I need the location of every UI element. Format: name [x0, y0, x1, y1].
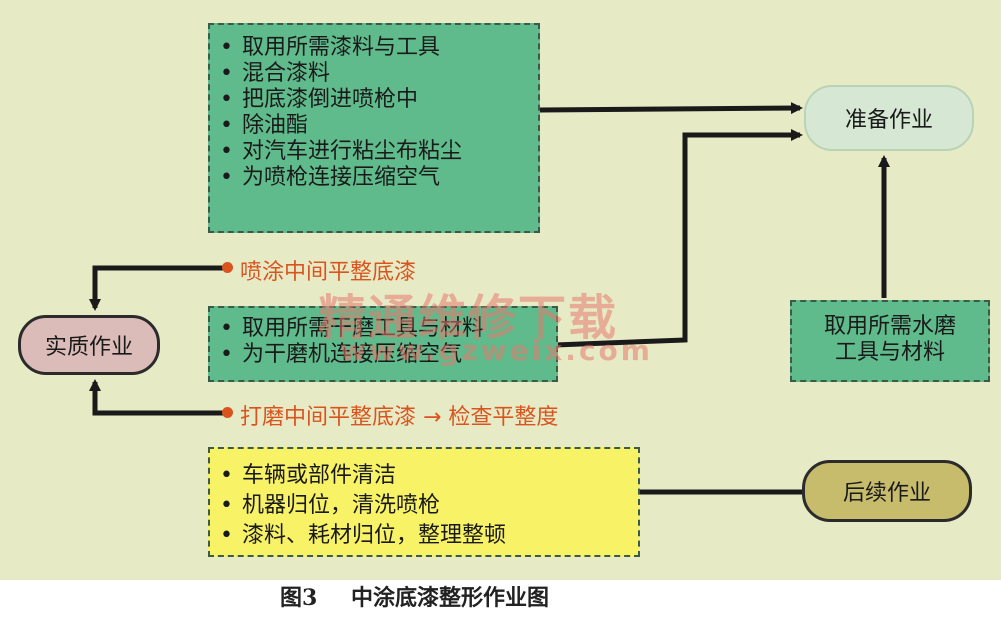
water-sanding-line2: 工具与材料: [834, 340, 945, 365]
figure-title: 中涂底漆整形作业图: [350, 585, 549, 611]
prep-item: 对汽车进行粘尘布粘尘: [220, 139, 528, 165]
water-sanding-box: 取用所需水磨 工具与材料: [790, 300, 990, 382]
sanding-tools-box: 取用所需干磨工具与材料 为干磨机连接压缩空气: [208, 306, 558, 382]
prep-box: 取用所需漆料与工具 混合漆料 把底漆倒进喷枪中 除油酯 对汽车进行粘尘布粘尘 为…: [208, 23, 540, 233]
node-actual-label: 实质作业: [44, 335, 133, 360]
connector-lines: [89, 102, 890, 495]
prep-item: 除油酯: [220, 113, 528, 139]
arrow-sand-to-actual: [89, 379, 228, 416]
cleanup-box: 车辆或部件清洁 机器归位，清洗喷枪 漆料、耗材归位，整理整顿: [208, 447, 640, 557]
step-spray: 喷涂中间平整底漆: [240, 260, 417, 285]
water-sanding-line1: 取用所需水磨: [823, 314, 956, 339]
watermark-text: 精通维修下载: [318, 290, 619, 346]
node-follow-up: 后续作业: [802, 460, 972, 522]
cleanup-item: 机器归位，清洗喷枪: [220, 491, 628, 521]
figure-caption: 图3 中涂底漆整形作业图: [280, 580, 720, 620]
node-actual: 实质作业: [18, 315, 160, 375]
node-prep-label: 准备作业: [844, 108, 933, 133]
prep-item: 混合漆料: [220, 61, 528, 87]
sand-bullet-icon: [222, 407, 233, 418]
prep-item: 把底漆倒进喷枪中: [220, 87, 528, 113]
watermark-url: www.gzweix.com: [340, 334, 653, 367]
figure-number: 图3: [280, 585, 318, 611]
arrow-prep-box-to-prep: [539, 102, 803, 115]
arrow-sanding-tools-to-prep: [554, 129, 803, 348]
sanding-tools-item: 为干磨机连接压缩空气: [220, 342, 546, 368]
sanding-tools-item: 取用所需干磨工具与材料: [220, 316, 546, 342]
prep-item: 取用所需漆料与工具: [220, 35, 528, 61]
cleanup-item: 车辆或部件清洁: [220, 461, 628, 491]
arrow-spray-to-actual: [89, 265, 228, 311]
node-prep: 准备作业: [804, 85, 974, 151]
spray-bullet-icon: [222, 262, 233, 273]
cleanup-item: 漆料、耗材归位，整理整顿: [220, 521, 628, 551]
node-follow-up-label: 后续作业: [842, 481, 931, 506]
diagram-background: 取用所需漆料与工具 混合漆料 把底漆倒进喷枪中 除油酯 对汽车进行粘尘布粘尘 为…: [0, 0, 1001, 580]
prep-item: 为喷枪连接压缩空气: [220, 165, 528, 191]
step-sand: 打磨中间平整底漆 → 检查平整度: [240, 405, 559, 430]
